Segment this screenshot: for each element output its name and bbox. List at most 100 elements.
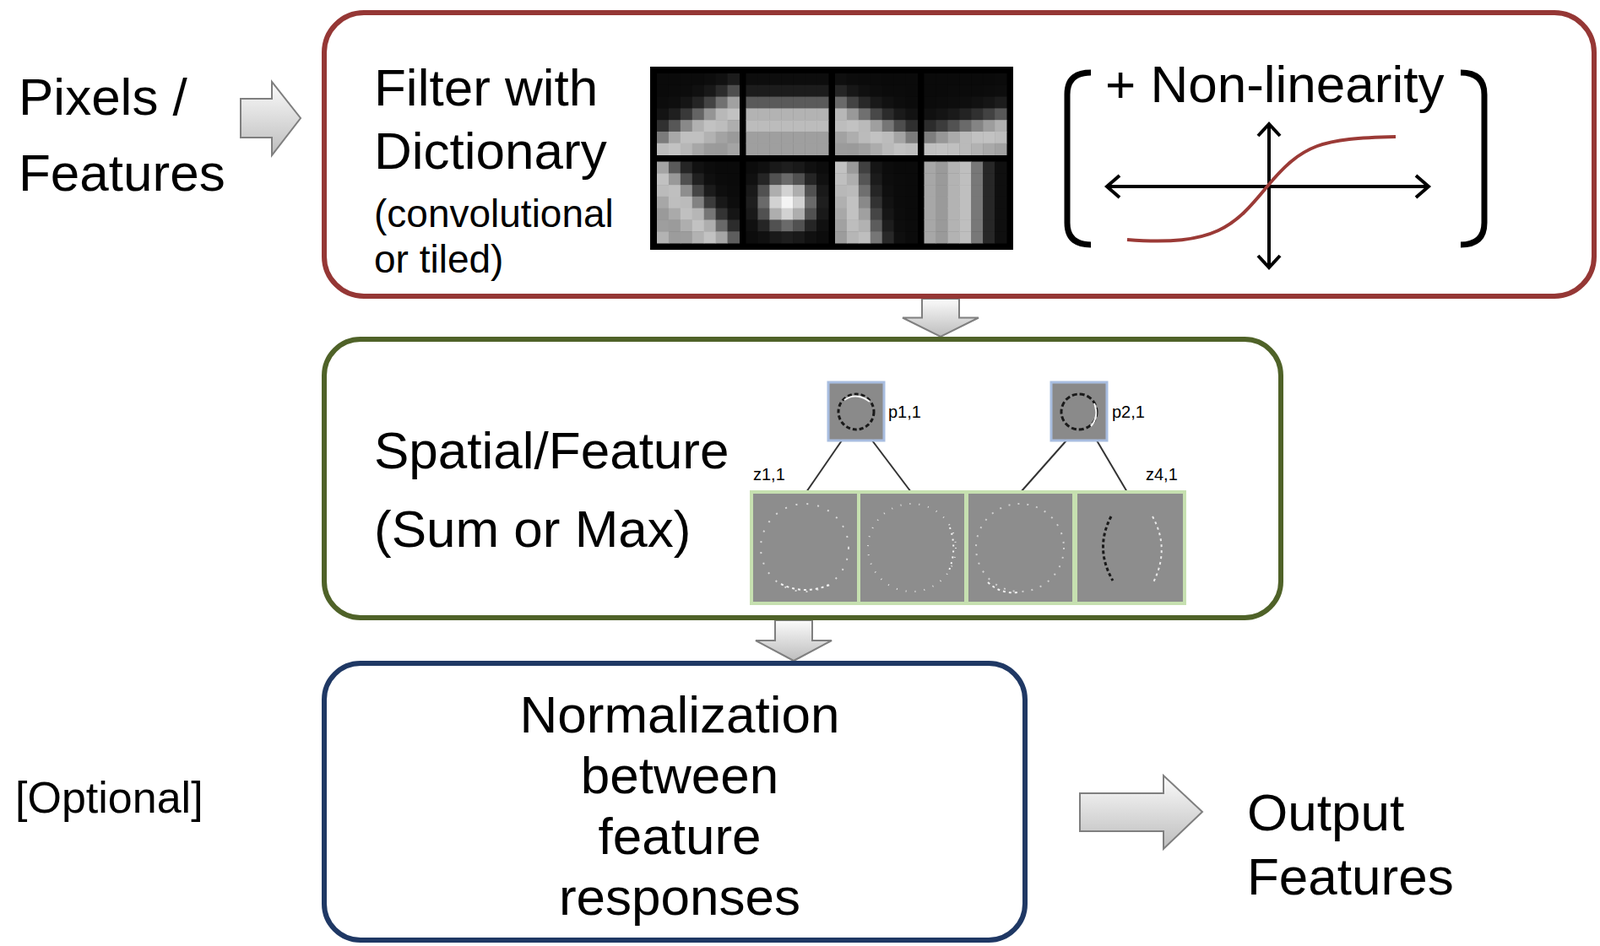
- dictionary-cell: [816, 219, 829, 232]
- dictionary-cell: [816, 97, 829, 109]
- dictionary-cell: [757, 73, 770, 86]
- dictionary-cell: [781, 131, 793, 144]
- dictionary-cell: [947, 85, 960, 98]
- dictionary-cell: [959, 208, 971, 221]
- dictionary-cell: [982, 131, 995, 144]
- dictionary-cell: [924, 73, 937, 86]
- dictionary-cell: [905, 162, 918, 174]
- dictionary-cell: [715, 231, 728, 244]
- dictionary-cell: [792, 143, 805, 156]
- dictionary-cell: [894, 143, 906, 156]
- dictionary-cell: [947, 119, 960, 132]
- dictionary-cell: [858, 219, 871, 232]
- dictionary-cell: [816, 85, 829, 98]
- dictionary-cell: [757, 219, 770, 232]
- dictionary-cell: [746, 231, 759, 244]
- dictionary-cell: [835, 231, 847, 244]
- dictionary-cell: [905, 208, 918, 221]
- dictionary-cell: [816, 131, 829, 144]
- dictionary-cell: [870, 173, 883, 185]
- dictionary-cell: [804, 184, 817, 197]
- dictionary-cell: [959, 108, 971, 120]
- dictionary-cell: [746, 173, 759, 185]
- dictionary-cell: [715, 208, 728, 221]
- dictionary-cell: [982, 73, 995, 86]
- dictionary-cell: [656, 173, 669, 185]
- dictionary-cell: [746, 108, 759, 120]
- dictionary-cell: [792, 85, 805, 98]
- dictionary-cell: [727, 108, 740, 120]
- dictionary-cell: [715, 196, 728, 209]
- dictionary-cell: [959, 162, 971, 174]
- dictionary-cell: [982, 97, 995, 109]
- dictionary-cell: [846, 219, 859, 232]
- dictionary-cell: [816, 173, 829, 185]
- dictionary-cell: [792, 219, 805, 232]
- dictionary-cell: [835, 196, 847, 209]
- dictionary-cell: [882, 97, 895, 109]
- dictionary-cell: [769, 73, 782, 86]
- dictionary-cell: [792, 196, 805, 209]
- dictionary-cell: [704, 131, 716, 144]
- dictionary-cell: [947, 162, 960, 174]
- dictionary-cell: [692, 73, 705, 86]
- feature-map-label: z1,1: [753, 464, 786, 485]
- dictionary-cell: [680, 97, 693, 109]
- dictionary-cell: [792, 173, 805, 185]
- dictionary-cell: [704, 119, 716, 132]
- dictionary-cell: [656, 219, 669, 232]
- dictionary-cell: [769, 196, 782, 209]
- dictionary-cell: [882, 73, 895, 86]
- dictionary-cell: [858, 85, 871, 98]
- dictionary-cell: [935, 108, 948, 120]
- dictionary-cell: [924, 219, 937, 232]
- dictionary-cell: [882, 131, 895, 144]
- filter-box: Filter with Dictionary(convolutional or …: [321, 10, 1597, 299]
- dictionary-cell: [924, 143, 937, 156]
- dictionary-cell: [935, 131, 948, 144]
- dictionary-cell: [757, 143, 770, 156]
- box-note: (convolutional or tiled): [374, 190, 645, 283]
- dictionary-cell: [870, 131, 883, 144]
- dictionary-cell: [715, 143, 728, 156]
- dictionary-cell: [994, 143, 1007, 156]
- dictionary-image: [650, 66, 1014, 250]
- dictionary-cell: [715, 219, 728, 232]
- dictionary-cell: [816, 231, 829, 244]
- dictionary-cell: [792, 108, 805, 120]
- dictionary-cell: [882, 162, 895, 174]
- dictionary-cell: [715, 73, 728, 86]
- dictionary-cell: [656, 108, 669, 120]
- dictionary-cell: [668, 219, 681, 232]
- dictionary-cell: [656, 143, 669, 156]
- dictionary-cell: [970, 85, 983, 98]
- dictionary-cell: [769, 97, 782, 109]
- dictionary-cell: [959, 231, 971, 244]
- dictionary-cell: [894, 231, 906, 244]
- dictionary-cell: [905, 184, 918, 197]
- input-arrow: [240, 81, 301, 156]
- dictionary-cell: [846, 208, 859, 221]
- dictionary-cell: [924, 231, 937, 244]
- dictionary-cell: [804, 143, 817, 156]
- dictionary-cell: [882, 231, 895, 244]
- dictionary-cell: [781, 196, 793, 209]
- sigmoid-curve: [1127, 136, 1396, 242]
- dictionary-cell: [757, 97, 770, 109]
- axes: [1106, 124, 1429, 268]
- dictionary-cell: [680, 73, 693, 86]
- dictionary-cell: [680, 208, 693, 221]
- dictionary-cell: [835, 85, 847, 98]
- dictionary-cell: [894, 108, 906, 120]
- dictionary-cell: [935, 196, 948, 209]
- dictionary-cell: [727, 131, 740, 144]
- dictionary-cell: [846, 73, 859, 86]
- dictionary-cell: [804, 208, 817, 221]
- dictionary-cell: [704, 143, 716, 156]
- dictionary-cell: [835, 97, 847, 109]
- dictionary-cell: [994, 231, 1007, 244]
- dictionary-cell: [692, 131, 705, 144]
- dictionary-cell: [715, 173, 728, 185]
- dictionary-cell: [769, 131, 782, 144]
- dictionary-cell: [894, 162, 906, 174]
